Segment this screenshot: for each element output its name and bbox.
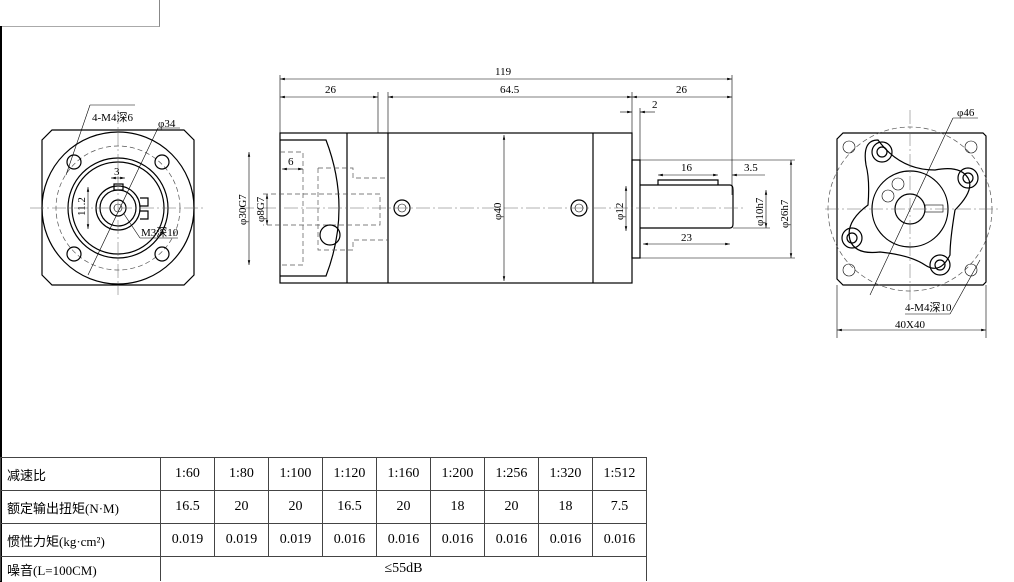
dim-key-width: 3 bbox=[114, 166, 120, 178]
dim-pilot-dia: φ26h7 bbox=[779, 199, 791, 228]
cell: 0.019 bbox=[268, 523, 323, 557]
cell: 1:120 bbox=[322, 457, 377, 491]
cell: 0.016 bbox=[376, 523, 431, 557]
cell: 1:200 bbox=[430, 457, 485, 491]
cell: 1:512 bbox=[592, 457, 647, 491]
dim-body-dia: φ40 bbox=[492, 202, 504, 220]
cell: 18 bbox=[538, 490, 593, 524]
row-label: 噪音(L=100CM) bbox=[0, 556, 161, 581]
cell: 1:256 bbox=[484, 457, 539, 491]
label-holes-rear: 4-M4深10 bbox=[905, 301, 952, 314]
dim-shaft-dia: φ10h7 bbox=[754, 197, 766, 226]
dim-key-length: 16 bbox=[681, 162, 693, 174]
rear-view: φ46 4-M4深10 40X40 bbox=[825, 107, 1000, 338]
technical-drawing: 4-M4深6 φ34 3 11.2 M3深10 1 bbox=[30, 66, 1000, 338]
dim-shaft-length: 23 bbox=[681, 232, 693, 244]
label-tap: M3深10 bbox=[141, 226, 179, 239]
dim-bore-dia: φ30G7 bbox=[237, 194, 249, 225]
cell: 7.5 bbox=[592, 490, 647, 524]
dim-output-length: 26 bbox=[676, 84, 688, 96]
dim-input-length: 26 bbox=[325, 84, 337, 96]
cell: 0.016 bbox=[322, 523, 377, 557]
cell: 0.019 bbox=[214, 523, 269, 557]
cell: 1:320 bbox=[538, 457, 593, 491]
dim-flange-thickness: 2 bbox=[652, 99, 658, 111]
cell: 0.019 bbox=[160, 523, 215, 557]
row-label: 减速比 bbox=[0, 457, 161, 491]
row-label: 惯性力矩(kg·cm²) bbox=[0, 523, 161, 557]
cell: 1:160 bbox=[376, 457, 431, 491]
spec-table: 减速比 1:60 1:80 1:100 1:120 1:160 1:200 1:… bbox=[0, 457, 647, 581]
cell: 16.5 bbox=[322, 490, 377, 524]
label-pcd-front: φ34 bbox=[158, 118, 176, 130]
dim-square: 40X40 bbox=[895, 319, 925, 331]
table-row: 减速比 1:60 1:80 1:100 1:120 1:160 1:200 1:… bbox=[0, 457, 647, 491]
dim-bore-depth: 6 bbox=[288, 156, 294, 168]
table-row: 惯性力矩(kg·cm²) 0.019 0.019 0.019 0.016 0.0… bbox=[0, 523, 647, 557]
cell: 0.016 bbox=[484, 523, 539, 557]
dim-shaft-bore-dia: φ8G7 bbox=[255, 196, 267, 222]
cell: 20 bbox=[376, 490, 431, 524]
cell: 20 bbox=[268, 490, 323, 524]
cell: 0.016 bbox=[538, 523, 593, 557]
dim-total-length: 119 bbox=[495, 66, 512, 78]
table-row: 额定输出扭矩(N·M) 16.5 20 20 16.5 20 18 20 18 … bbox=[0, 490, 647, 524]
cell: 0.016 bbox=[592, 523, 647, 557]
cell: 1:100 bbox=[268, 457, 323, 491]
dim-key-height: 11.2 bbox=[76, 197, 88, 216]
dim-key-offset: 3.5 bbox=[744, 162, 758, 174]
border-line bbox=[0, 26, 2, 582]
noise-value: ≤55dB bbox=[160, 556, 647, 581]
side-view: 119 26 64.5 26 2 6 φ30G7 φ8G7 φ40 φ12 16… bbox=[237, 66, 795, 284]
cell: 18 bbox=[430, 490, 485, 524]
cell: 0.016 bbox=[430, 523, 485, 557]
row-label: 额定输出扭矩(N·M) bbox=[0, 490, 161, 524]
dim-boss-dia: φ12 bbox=[614, 203, 626, 220]
title-block bbox=[0, 0, 160, 27]
cell: 20 bbox=[484, 490, 539, 524]
label-pcd-rear: φ46 bbox=[957, 107, 975, 119]
dim-body-length: 64.5 bbox=[500, 84, 520, 96]
cell: 1:80 bbox=[214, 457, 269, 491]
cell: 20 bbox=[214, 490, 269, 524]
cell: 16.5 bbox=[160, 490, 215, 524]
table-row-noise: 噪音(L=100CM) ≤55dB bbox=[0, 556, 647, 581]
cell: 1:60 bbox=[160, 457, 215, 491]
label-holes-front: 4-M4深6 bbox=[92, 111, 133, 124]
front-view: 4-M4深6 φ34 3 11.2 M3深10 bbox=[30, 104, 205, 295]
